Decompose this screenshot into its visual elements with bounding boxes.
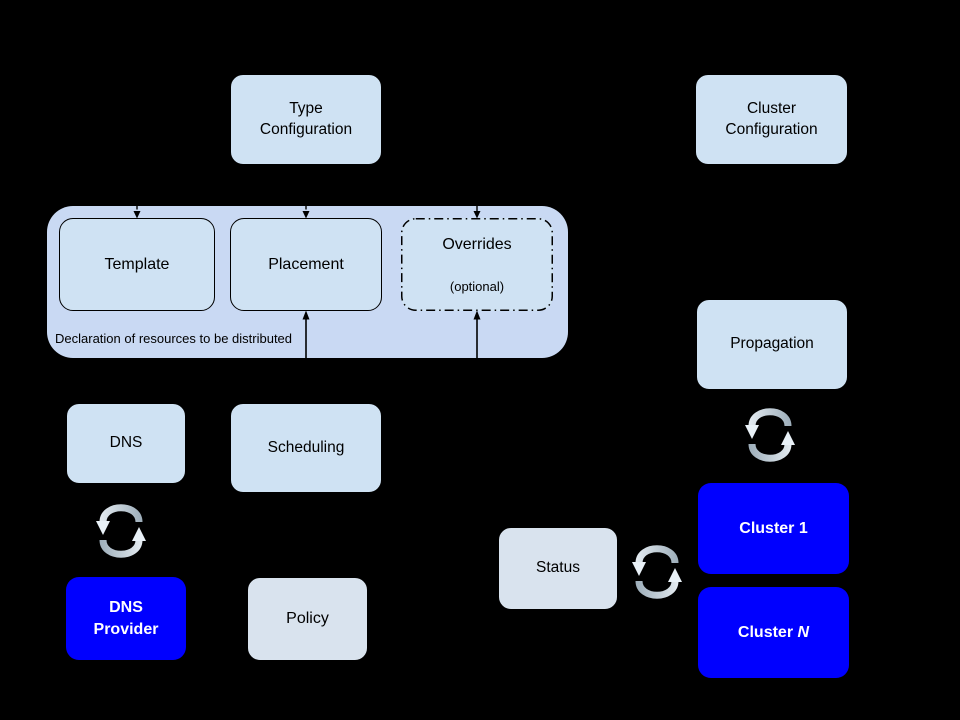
dns-node: DNS xyxy=(66,403,186,484)
declaration-note: Declaration of resources to be distribut… xyxy=(55,331,293,346)
overrides-dashdot-border xyxy=(401,218,553,311)
cluster-configuration-label: Cluster Configuration xyxy=(725,100,818,138)
cluster-n-italic: N xyxy=(797,623,810,641)
cluster-n-label: Cluster N xyxy=(737,623,810,641)
propagation-label: Propagation xyxy=(730,335,814,353)
status-label: Status xyxy=(536,559,580,577)
status-node: Status xyxy=(498,527,618,610)
dns-provider-node: DNS Provider xyxy=(66,577,186,660)
cluster-n-node: Cluster N xyxy=(698,587,849,678)
cluster-1-node: Cluster 1 xyxy=(698,483,849,574)
overrides-node: Overrides (optional) xyxy=(401,218,553,311)
dns-provider-label: DNS Provider xyxy=(93,599,159,638)
placement-label: Placement xyxy=(268,255,344,273)
type-configuration-label: Type Configuration xyxy=(259,100,353,138)
scheduling-node: Scheduling xyxy=(230,403,382,493)
placement-node: Placement xyxy=(230,218,382,311)
cluster-configuration-node: Cluster Configuration xyxy=(695,74,848,165)
policy-node: Policy xyxy=(247,577,368,661)
sync-icon-status xyxy=(632,545,682,599)
dns-label: DNS xyxy=(109,434,143,452)
scheduling-label: Scheduling xyxy=(267,438,345,456)
cluster-1-label: Cluster 1 xyxy=(739,519,808,537)
sync-icon-propagation xyxy=(745,408,795,462)
overrides-label: Overrides (optional) xyxy=(442,236,512,294)
template-node: Template xyxy=(59,218,215,311)
template-label: Template xyxy=(104,255,170,273)
resource-declaration-container: Template Placement Overrides (optional) … xyxy=(47,206,568,358)
propagation-node: Propagation xyxy=(696,299,848,390)
sync-icon-dns xyxy=(96,504,146,558)
type-configuration-node: Type Configuration xyxy=(230,74,382,165)
policy-label: Policy xyxy=(286,610,329,628)
